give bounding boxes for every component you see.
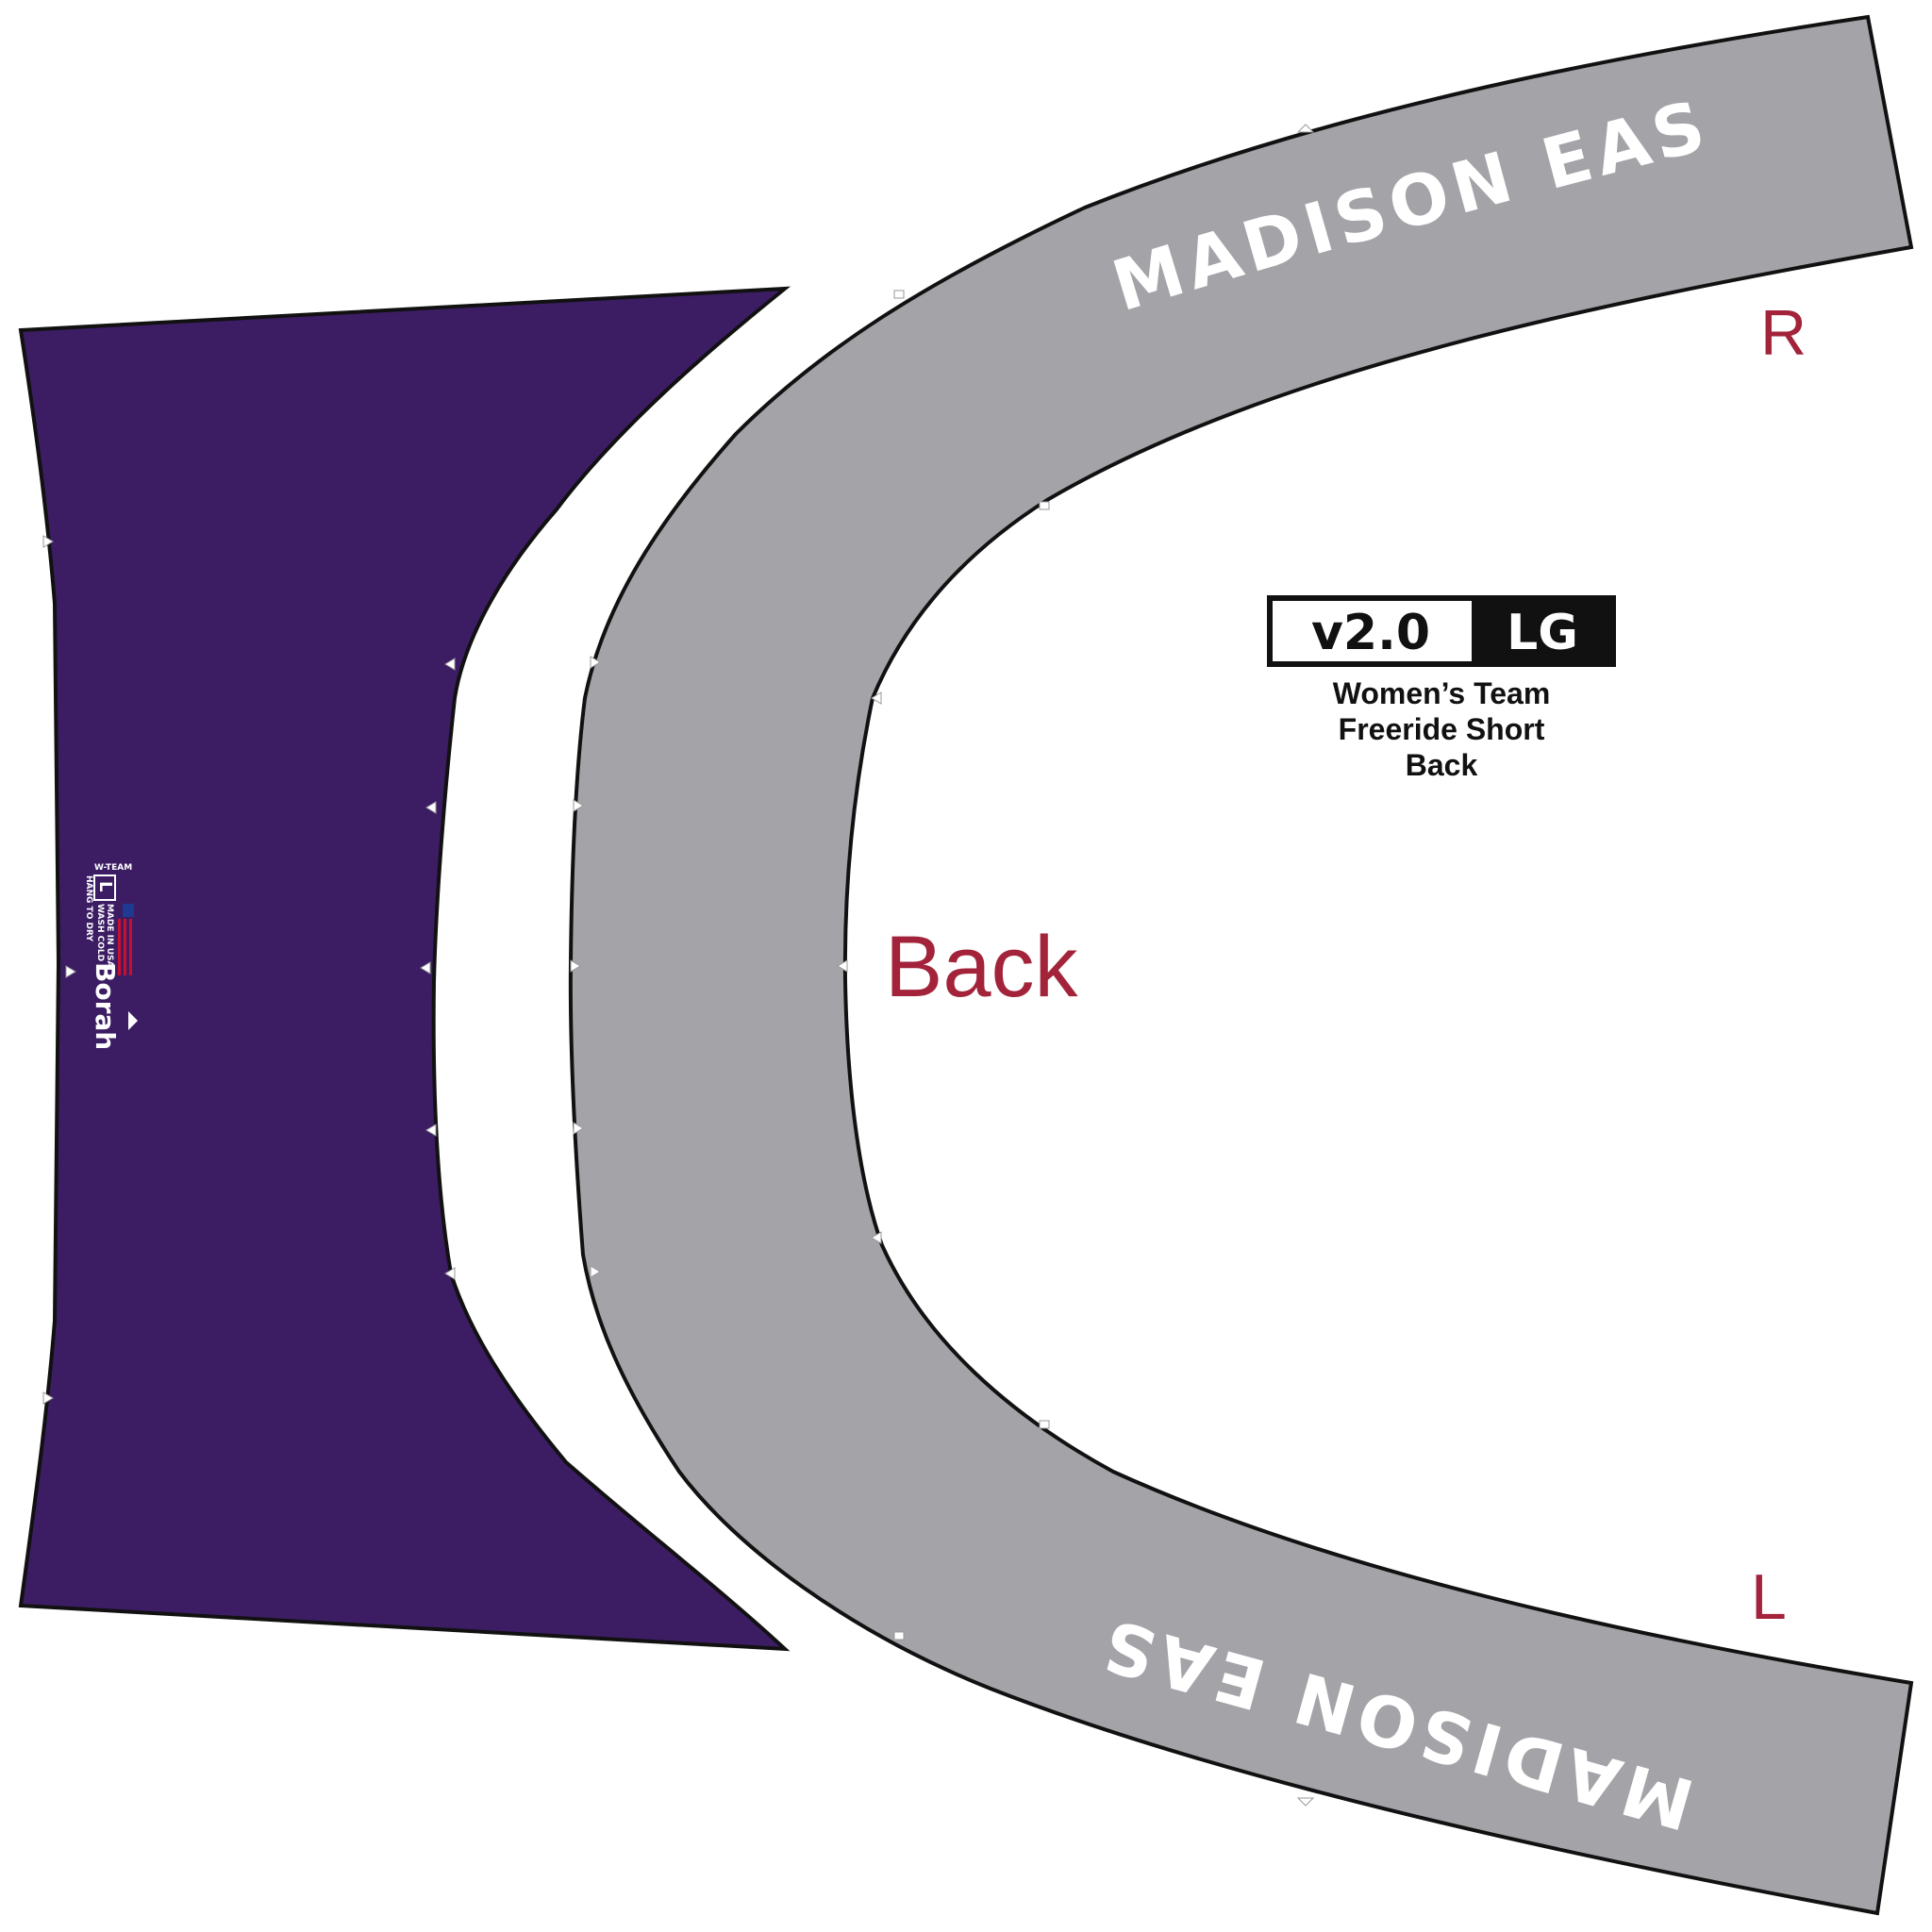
flag-stripes-icon <box>118 904 134 975</box>
care-tag-line-2: WASH COLD <box>95 904 105 961</box>
description-line-2: Freeride Short <box>1339 712 1545 746</box>
badge-size: LG <box>1507 605 1578 661</box>
care-tag-brand: Borah <box>90 962 121 1050</box>
version-size-badge: v2.0 LG <box>1267 595 1616 667</box>
care-tag: W-TEAM L MADE IN USA WASH COLD HANG TO D… <box>84 863 138 1050</box>
band-notches <box>570 124 1315 1807</box>
back-label: Back <box>885 919 1079 1015</box>
pattern-description: Women’s Team Freeride Short Back <box>1333 676 1551 782</box>
panel-notches <box>42 535 456 1405</box>
mountain-logo-icon <box>128 1011 138 1030</box>
description-line-1: Women’s Team <box>1333 676 1551 710</box>
right-side-label: R <box>1760 297 1807 369</box>
care-tag-line-1: MADE IN USA <box>105 904 114 967</box>
care-tag-size: L <box>95 881 115 891</box>
care-tag-team: W-TEAM <box>94 863 132 873</box>
care-tag-line-3: HANG TO DRY <box>84 875 93 941</box>
left-side-label: L <box>1751 1561 1787 1633</box>
size-box-icon <box>93 874 116 901</box>
description-line-3: Back <box>1406 748 1478 782</box>
waistband-band <box>568 14 1914 1916</box>
badge-version: v2.0 <box>1311 605 1430 661</box>
